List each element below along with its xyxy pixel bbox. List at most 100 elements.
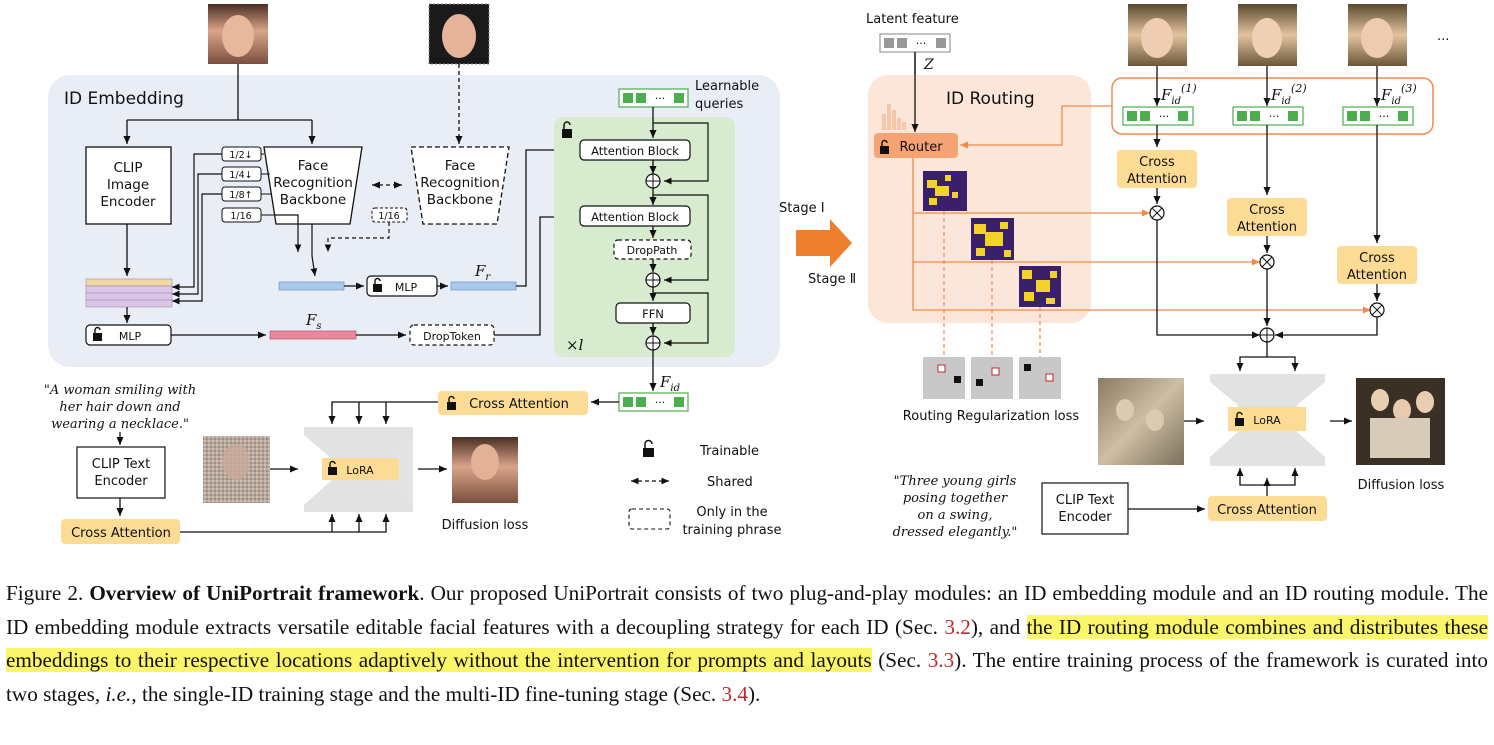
lock-icon: [447, 395, 456, 410]
arrow-ca-to-unet-a: [328, 401, 438, 424]
scale-line-1: [172, 153, 222, 291]
scale-shared-label: 1/16: [378, 211, 399, 222]
svg-text:···: ···: [1269, 110, 1280, 123]
lock-icon: [373, 277, 382, 292]
cross-attention-3: [1337, 246, 1417, 284]
svg-text:···: ···: [655, 92, 666, 105]
routing-mask-2: [971, 357, 1013, 399]
stage-arrow: [796, 219, 852, 267]
arrow-shared-scale-down: [324, 222, 390, 252]
add-node: [1259, 327, 1275, 343]
legend-shared: Shared: [707, 475, 753, 490]
fid-token-2: ···: [1232, 106, 1304, 126]
stage2-label: Stage Ⅱ: [808, 272, 856, 287]
learnable-queries-token: ···: [618, 88, 689, 108]
arrow-backbone-down: [310, 224, 318, 277]
svg-text:···: ···: [1379, 110, 1390, 123]
routing-map-3: [1019, 266, 1061, 307]
svg-text:···: ···: [1159, 110, 1170, 123]
fr-label: Fr: [474, 262, 491, 283]
lock-icon: [643, 439, 654, 457]
cross-attention-top-label: Cross Attention: [469, 397, 569, 412]
scale-label: 1/16: [230, 211, 251, 222]
noisy-input-image: [203, 436, 270, 503]
noisy-group-image: [1098, 378, 1184, 465]
output-group-image: [1356, 378, 1445, 465]
caption-text: , the single-ID training stage and the m…: [131, 681, 722, 706]
caption-text: . Our proposed UniPortrait consists of t…: [6, 581, 1488, 639]
scale-label: 1/2↓: [229, 150, 252, 161]
fid-token: ···: [618, 392, 689, 412]
times-l-label: ×l: [566, 336, 584, 354]
caption-text: ), and: [970, 614, 1027, 639]
fid-to-router: [960, 105, 1112, 149]
portrait-2: [1238, 4, 1297, 66]
fr-token: [450, 281, 517, 291]
attention-block-2: [579, 205, 691, 227]
latent-token: ···: [879, 33, 951, 53]
id-embedding-title: ID Embedding: [64, 89, 184, 109]
router-box: [874, 133, 958, 158]
latent-feature-label: Latent feature: [866, 12, 959, 27]
fs-token: [269, 330, 357, 340]
caption-ref-link[interactable]: 3.3: [927, 648, 955, 672]
caption-text: ).: [747, 681, 761, 706]
cross-attention-left-label: Cross Attention: [71, 526, 171, 541]
routing-mask-3: [1019, 357, 1061, 399]
cropped-face-photo: [428, 3, 490, 65]
stacked-feature-tokens: [85, 278, 173, 308]
fid-label-2: Fid(2): [1270, 82, 1307, 107]
drop-token-label: DropToken: [423, 330, 481, 343]
arrow-scale4-down: [274, 214, 302, 252]
attention-block-2-label: Attention Block: [591, 210, 679, 224]
lora-left-label: LoRA: [346, 464, 374, 477]
z-label: Z: [923, 57, 934, 73]
lora-right-label: LoRA: [1253, 414, 1281, 427]
scale-label: 1/8↑: [229, 190, 252, 201]
dashed-box-legend: [628, 508, 671, 530]
add-node: [645, 335, 661, 351]
lora-left: [322, 458, 399, 480]
attention-block-1-label: Attention Block: [591, 144, 679, 158]
diffusion-loss-left: Diffusion loss: [442, 518, 529, 533]
face-feature-token: [278, 281, 345, 291]
figure-caption: Figure 2. Overview of UniPortrait framew…: [6, 577, 1488, 711]
scale-line-3: [172, 193, 222, 305]
add-node: [645, 173, 661, 189]
routing-mask-1: [923, 357, 965, 399]
caption-ref-link[interactable]: 3.2: [944, 614, 971, 639]
stage1-label: Stage Ⅰ: [779, 201, 825, 216]
router-label: Router: [899, 140, 943, 155]
portrait-1: [1128, 4, 1187, 66]
add-node: [645, 272, 661, 288]
face-recognition-backbone-shared: [410, 146, 510, 225]
multiply-node: [1259, 254, 1275, 270]
cross-attention-left: [61, 519, 180, 544]
fid-label-3: Fid(3): [1380, 82, 1417, 107]
fid-token-3: ···: [1342, 106, 1414, 126]
fid-label-1: Fid(1): [1160, 82, 1197, 107]
fid-token-1: ···: [1122, 106, 1194, 126]
face-recognition-backbone: [263, 146, 363, 225]
cross-attention-1: [1117, 150, 1197, 188]
caption-ref-link[interactable]: 3.4: [721, 681, 748, 706]
drop-token: [409, 324, 495, 346]
cross-attention-2: [1227, 198, 1307, 236]
lock-icon: [880, 139, 889, 154]
route-line-3: [912, 262, 1371, 314]
input-face-photo: [208, 4, 268, 64]
scale-label: 1/4↓: [229, 170, 252, 181]
multiply-node: [1149, 205, 1165, 221]
routing-map-2: [971, 218, 1014, 260]
lock-icon: [93, 326, 102, 341]
